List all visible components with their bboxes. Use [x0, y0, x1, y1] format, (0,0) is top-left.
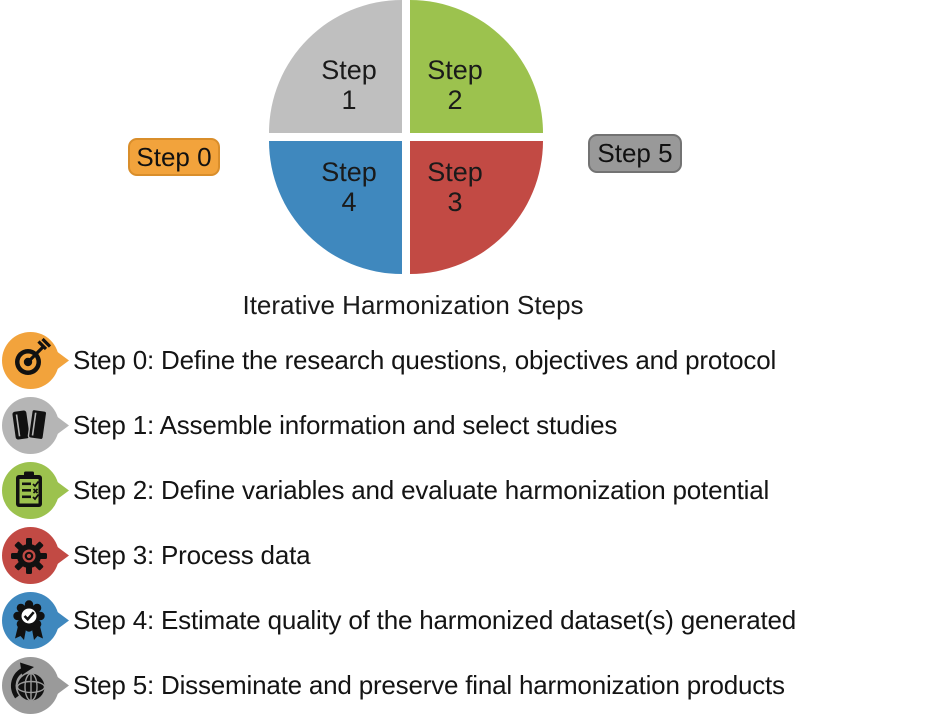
pie-quadrant-step-2	[410, 0, 543, 133]
step-0-badge: Step 0	[128, 138, 220, 176]
pie-label-step1-num: 1	[341, 85, 356, 115]
legend-text-step3: Step 3: Process data	[73, 540, 311, 570]
gear-icon	[2, 527, 69, 584]
steps-legend: Step 0: Define the research questions, o…	[2, 328, 796, 718]
pie-label-step4-num: 4	[341, 187, 356, 217]
step-0-badge-label: Step 0	[136, 141, 212, 172]
pie-label-step2-num: 2	[447, 85, 462, 115]
step-5-badge: Step 5	[588, 134, 682, 173]
pie-label-step4-word: Step	[321, 157, 377, 187]
legend-item-step2: Step 2: Define variables and evaluate ha…	[2, 458, 796, 523]
pie-label-step1-word: Step	[321, 55, 377, 85]
legend-item-step0: Step 0: Define the research questions, o…	[2, 328, 796, 393]
pie-caption: Iterative Harmonization Steps	[242, 290, 584, 320]
pie-label-step3-num: 3	[447, 187, 462, 217]
pie-quadrant-step-1	[269, 0, 402, 133]
legend-item-step3: Step 3: Process data	[2, 523, 796, 588]
globe-icon	[2, 657, 69, 714]
step-5-badge-label: Step 5	[597, 138, 673, 168]
books-icon	[2, 397, 69, 454]
legend-item-step5: Step 5: Disseminate and preserve final h…	[2, 653, 796, 718]
legend-text-step0: Step 0: Define the research questions, o…	[73, 345, 777, 375]
target-icon	[2, 332, 69, 389]
clipboard-icon	[2, 462, 69, 519]
legend-text-step2: Step 2: Define variables and evaluate ha…	[73, 475, 770, 505]
legend-text-step4: Step 4: Estimate quality of the harmoniz…	[73, 605, 797, 635]
legend-text-step5: Step 5: Disseminate and preserve final h…	[73, 670, 785, 700]
award-icon	[2, 592, 69, 649]
iterative-steps-pie: Step 1 Step 2 Step 3 Step 4	[269, 0, 543, 274]
pie-quadrant-step-4	[269, 141, 402, 274]
pie-quadrant-step-3	[410, 141, 543, 274]
legend-item-step4: Step 4: Estimate quality of the harmoniz…	[2, 588, 796, 653]
legend-text-step1: Step 1: Assemble information and select …	[73, 410, 618, 440]
pie-label-step2-word: Step	[427, 55, 483, 85]
pie-label-step3-word: Step	[427, 157, 483, 187]
legend-item-step1: Step 1: Assemble information and select …	[2, 393, 796, 458]
